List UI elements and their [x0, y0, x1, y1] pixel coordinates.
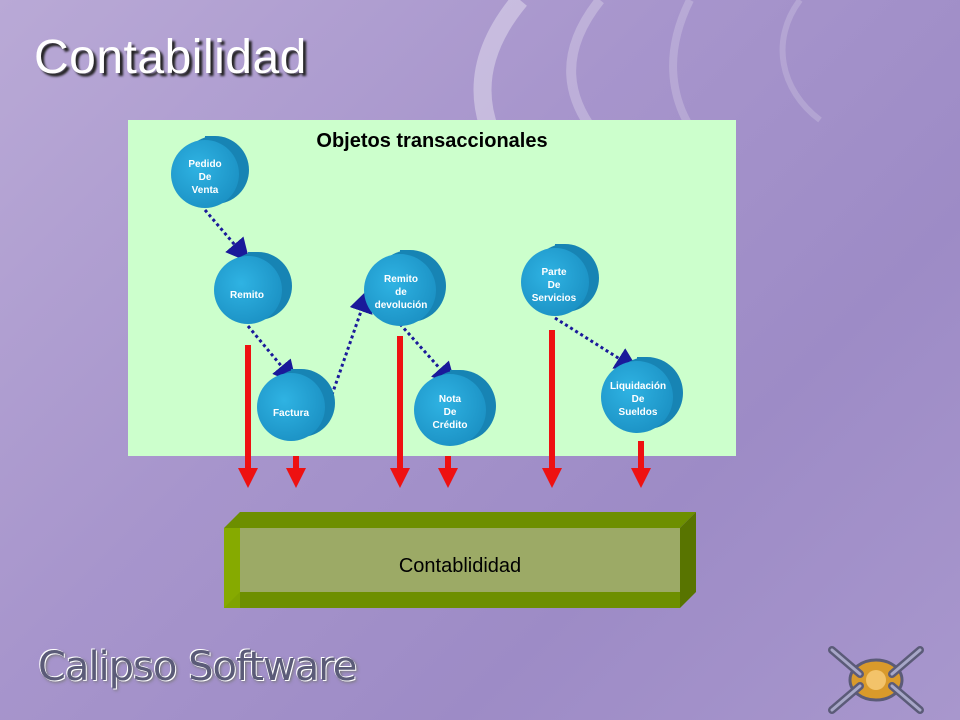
node-remito-devolucion: Remito de devolución: [374, 274, 428, 311]
node-parte-de-servicios: Parte De Servicios: [531, 267, 577, 304]
cylinder-remito_dev: [364, 250, 446, 326]
panel-title: Objetos transaccionales: [316, 130, 548, 152]
red-arrow-parte-servicios: [542, 330, 562, 488]
node-remito: Remito: [230, 290, 264, 301]
connector-pedido-remito: [203, 209, 250, 263]
calipso-logo-icon: [828, 646, 924, 714]
red-arrow-nota-credito: [438, 456, 458, 488]
brand-logo-text: Calipso Software: [38, 644, 357, 690]
cylinder-remito: [214, 252, 292, 324]
red-arrow-liquidacion: [631, 441, 651, 488]
contabilidad-box: [224, 512, 696, 608]
connector-parte-liquidacion: [554, 316, 640, 372]
slide-title: Contabilidad: [34, 31, 307, 84]
connector-remito_dev-nota: [398, 322, 457, 387]
red-arrow-factura: [286, 456, 306, 488]
contabilidad-box-label: Contablididad: [398, 554, 522, 577]
node-pedido-de-venta: Pedido De Venta: [188, 159, 222, 196]
cylinder-parte: [521, 244, 599, 316]
node-liquidacion-de-sueldos: Liquidación De Sueldos: [609, 381, 667, 418]
cylinder-liquidacion: [601, 357, 683, 433]
node-nota-de-credito: Nota De Crédito: [432, 394, 468, 431]
connector-remito-factura: [246, 325, 297, 385]
cylinders: [171, 136, 683, 446]
red-arrow-remito-devolucion: [390, 336, 410, 488]
red-arrow-remito: [238, 345, 258, 488]
red-arrows: [238, 330, 651, 488]
cylinder-pedido: [171, 136, 249, 208]
node-factura: Factura: [272, 408, 310, 419]
cylinder-nota: [414, 370, 496, 446]
cylinder-factura: [257, 369, 335, 441]
